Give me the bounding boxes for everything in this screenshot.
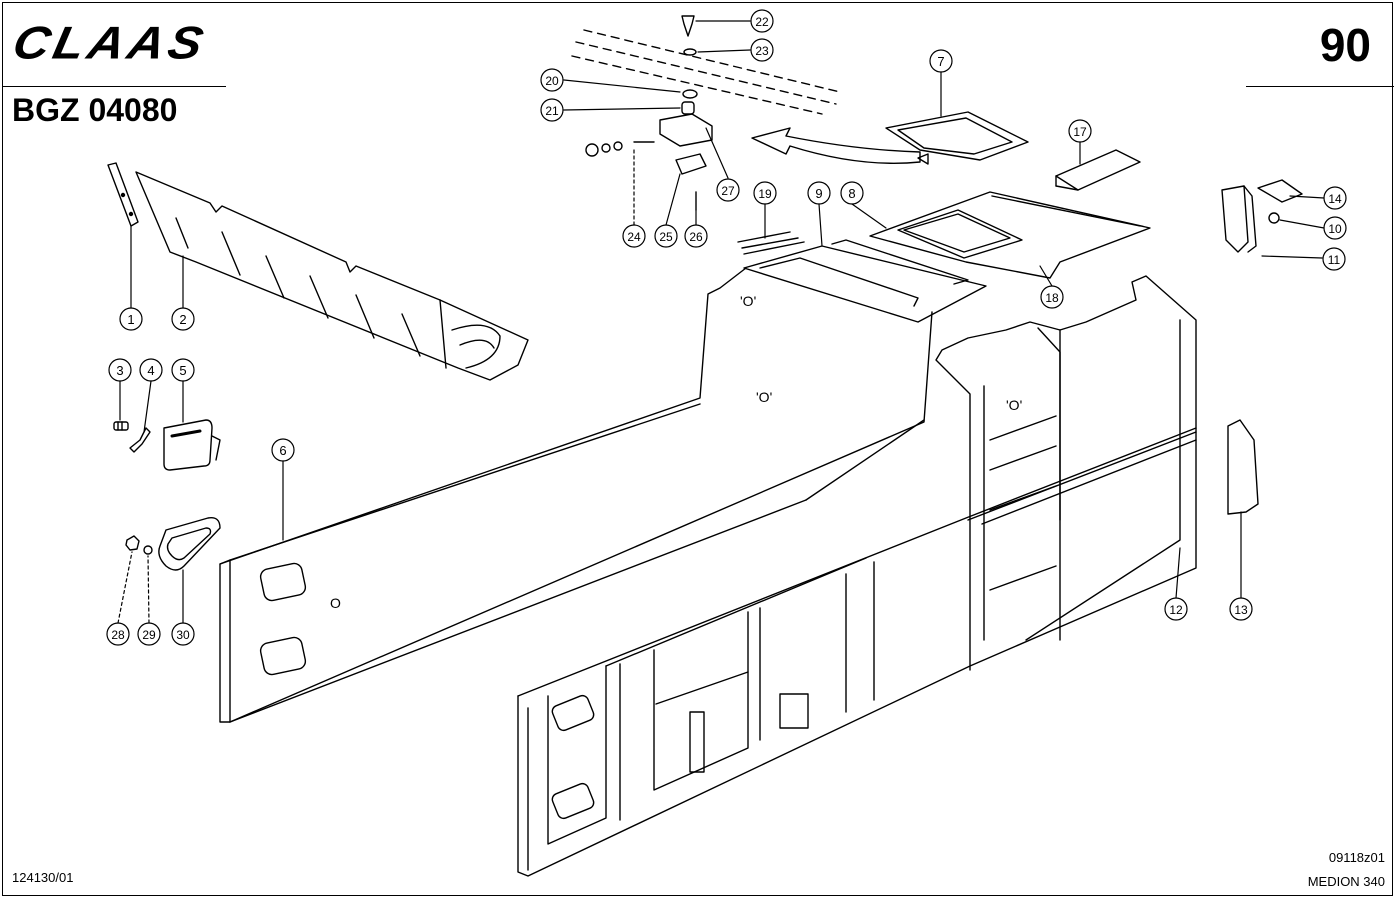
svg-text:'O': 'O' <box>1006 397 1022 413</box>
callouts: 1 2 3 4 5 6 7 8 9 10 11 12 13 14 17 18 1… <box>106 9 1347 646</box>
reference-lines <box>571 29 841 115</box>
part-6-side-panel: O 'O' <box>219 267 933 723</box>
part-10-clip <box>1268 212 1280 224</box>
header-divider-left <box>2 86 226 87</box>
direction-arrow <box>751 127 921 164</box>
svg-text:12: 12 <box>1169 603 1183 617</box>
svg-text:13: 13 <box>1234 603 1248 617</box>
svg-text:8: 8 <box>848 186 855 201</box>
part-3-screw <box>113 421 129 431</box>
svg-text:28: 28 <box>111 628 125 642</box>
part-27-bracket <box>659 113 713 147</box>
part-8-roof-panel <box>869 191 1151 279</box>
svg-text:25: 25 <box>659 230 673 244</box>
svg-text:6: 6 <box>279 443 286 458</box>
svg-text:20: 20 <box>545 74 559 88</box>
part-12-main-frame: 'O' <box>517 275 1197 877</box>
svg-text:30: 30 <box>176 628 190 642</box>
svg-text:1: 1 <box>127 312 134 327</box>
part-29-washer <box>143 545 153 555</box>
part-1-strip <box>107 162 139 227</box>
svg-text:4: 4 <box>147 363 154 378</box>
svg-text:21: 21 <box>545 104 559 118</box>
part-30-gasket <box>158 517 221 571</box>
drawing-reference: 124130/01 <box>12 870 74 885</box>
svg-text:27: 27 <box>721 184 735 198</box>
machine-model: MEDION 340 <box>1307 874 1385 889</box>
page-number: 90 <box>1319 19 1371 71</box>
part-21-bushing <box>681 101 695 115</box>
part-14-plate <box>1257 179 1303 203</box>
svg-text:3: 3 <box>116 363 123 378</box>
svg-text:O: O <box>330 595 341 611</box>
part-2-cover-panel <box>135 171 529 381</box>
part-17-bracket <box>1055 149 1141 191</box>
svg-text:10: 10 <box>1328 222 1342 236</box>
svg-text:26: 26 <box>689 230 703 244</box>
part-19-hatching <box>737 231 805 255</box>
svg-text:'O': 'O' <box>756 389 772 405</box>
part-28-nut <box>125 535 140 551</box>
part-23-washer <box>683 48 697 56</box>
svg-text:11: 11 <box>1328 253 1341 267</box>
part-11-guard <box>1221 185 1257 253</box>
part-24-bolt <box>585 141 655 157</box>
figure-reference: 09118z01 <box>1328 850 1385 865</box>
svg-text:18: 18 <box>1045 291 1059 305</box>
document-code: BGZ 04080 <box>12 92 178 128</box>
svg-text:14: 14 <box>1328 192 1342 206</box>
part-25-plate <box>675 153 707 175</box>
svg-text:7: 7 <box>937 54 944 69</box>
svg-text:9: 9 <box>815 186 822 201</box>
part-9-top-plate: 'O' <box>740 239 987 323</box>
part-13-strip <box>1227 419 1259 515</box>
svg-text:'O': 'O' <box>740 293 756 309</box>
svg-text:17: 17 <box>1073 125 1087 139</box>
svg-text:24: 24 <box>627 230 641 244</box>
part-7-lid <box>885 111 1029 165</box>
svg-text:2: 2 <box>179 312 186 327</box>
part-22-bolt <box>681 15 695 37</box>
svg-text:29: 29 <box>142 628 156 642</box>
svg-text:19: 19 <box>758 187 772 201</box>
svg-text:23: 23 <box>755 44 769 58</box>
part-4-clip <box>129 427 151 453</box>
svg-text:5: 5 <box>179 363 186 378</box>
svg-text:22: 22 <box>755 15 769 29</box>
part-5-inspection-cover <box>163 419 221 471</box>
header-divider-right <box>1246 86 1394 87</box>
part-20-spacer <box>682 89 698 99</box>
